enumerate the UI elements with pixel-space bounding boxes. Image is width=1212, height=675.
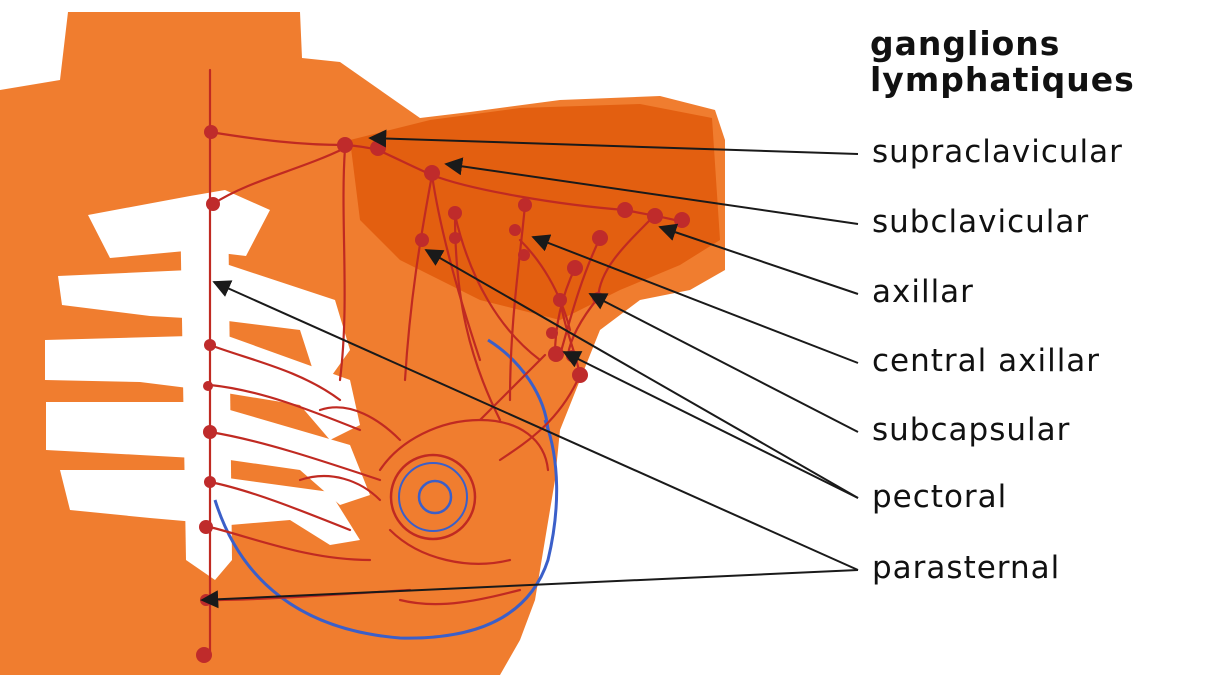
label-parasternal: parasternal xyxy=(872,550,1060,586)
label-subcapsular: subcapsular xyxy=(872,412,1070,448)
title-line-2: lymphatiques xyxy=(870,62,1135,98)
label-pectoral: pectoral xyxy=(872,479,1007,515)
label-supraclavicular: supraclavicular xyxy=(872,134,1123,170)
leader-pectoral-2 xyxy=(564,352,858,498)
label-subclavicular: subclavicular xyxy=(872,204,1089,240)
label-axillar: axillar xyxy=(872,274,974,310)
leader-subcapsular xyxy=(590,294,858,432)
diagram-title: ganglions lymphatiques xyxy=(870,26,1135,98)
title-line-1: ganglions xyxy=(870,26,1135,62)
label-central-axillar: central axillar xyxy=(872,343,1100,379)
